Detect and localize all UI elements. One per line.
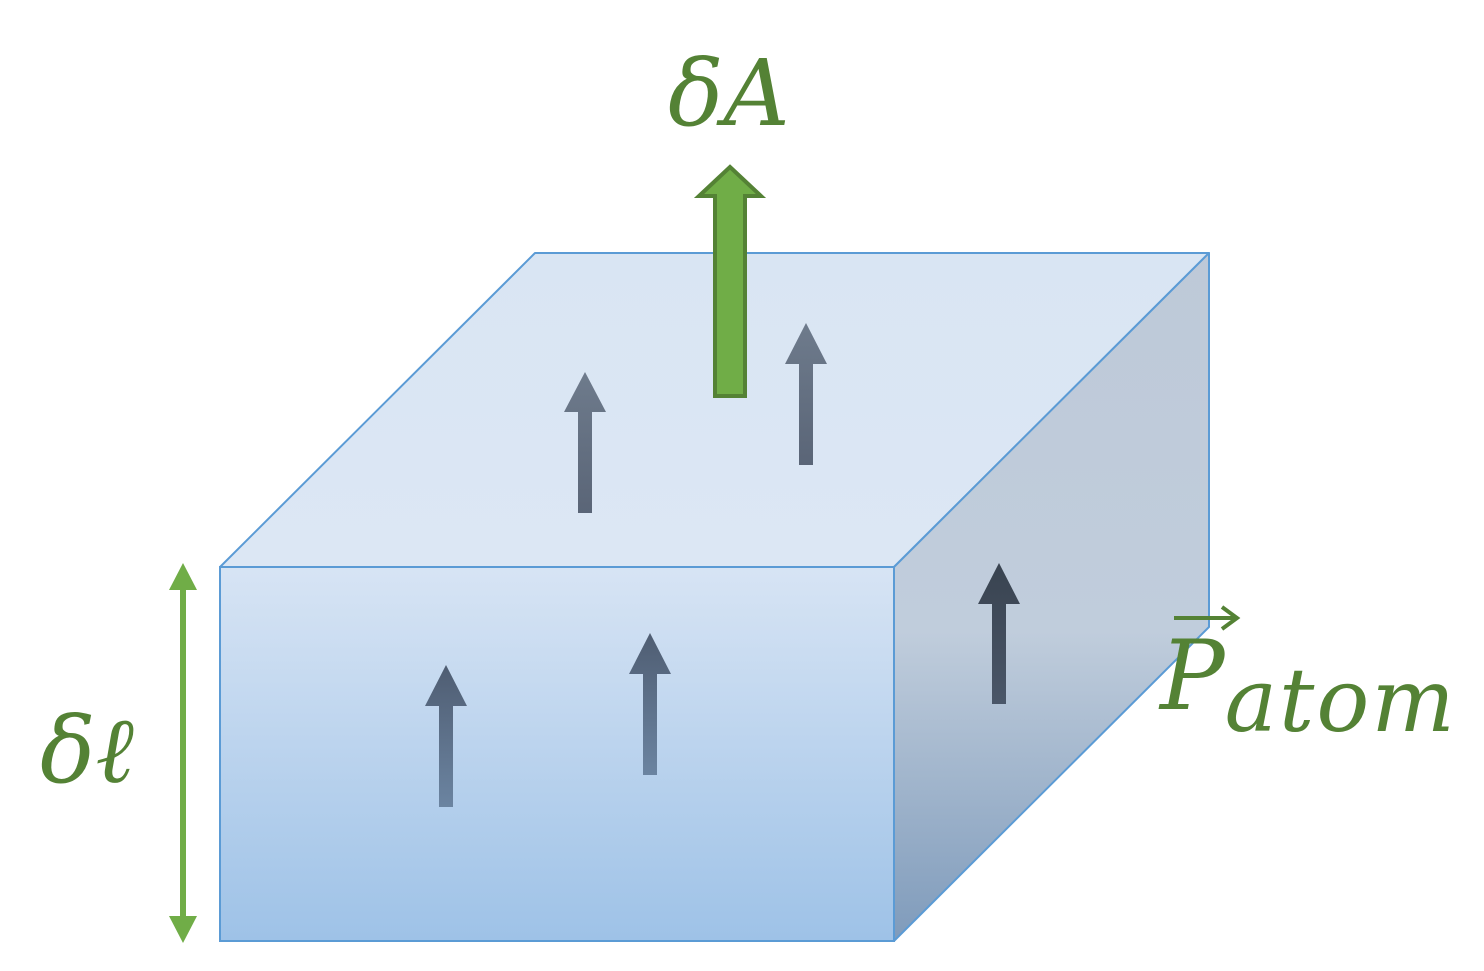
dipole-arrow-icon (425, 665, 467, 807)
polarization-subscript: atom (1224, 649, 1457, 752)
vector-arrow-icon (1174, 605, 1241, 631)
box-front-face (219, 566, 895, 942)
dipole-arrow-icon (629, 633, 671, 775)
dipole-arrow-icon (785, 323, 827, 465)
box (219, 252, 1210, 942)
length-element-label: δℓ (40, 697, 134, 804)
area-element-label: δA (668, 40, 790, 147)
dipole-arrow-icon (978, 563, 1020, 704)
area-normal-arrow-icon (693, 164, 767, 398)
dipole-arrow-icon (564, 372, 606, 513)
polarization-label: Patom (1160, 605, 1457, 745)
polarization-symbol: P (1160, 620, 1225, 732)
length-double-arrow-icon (169, 563, 197, 943)
